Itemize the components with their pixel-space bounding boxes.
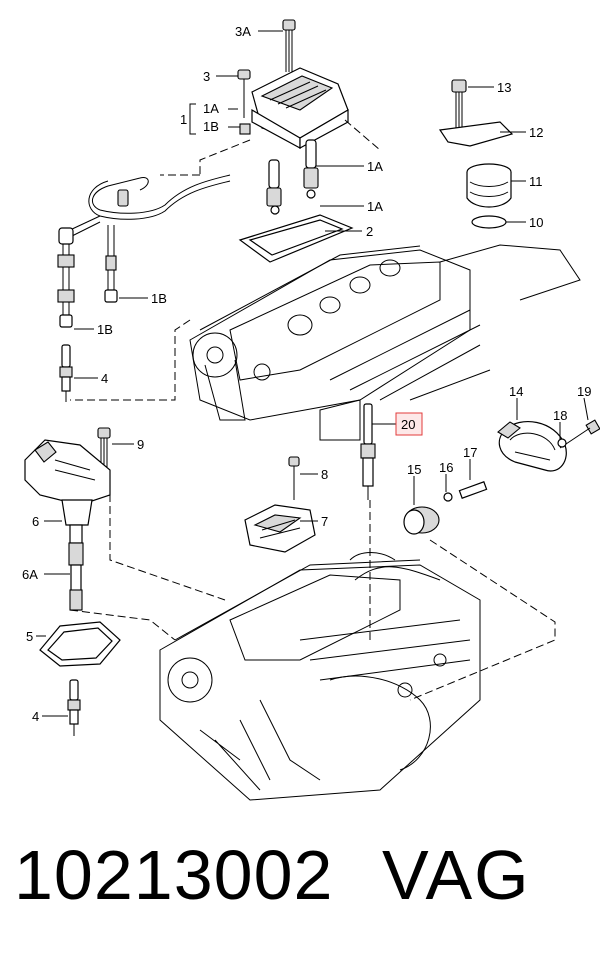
spark-plug-top <box>59 344 73 402</box>
single-ignition-coil <box>24 427 111 611</box>
engine-mount-sensor <box>244 456 316 553</box>
callout-16: 16 <box>439 460 453 475</box>
callout-1B-left: 1B <box>97 322 113 337</box>
coil-pack-assembly <box>199 19 381 175</box>
callout-18: 18 <box>553 408 567 423</box>
callouts: 3A 3 1 1A 1B 1A 1A 2 1B 1B 4 13 12 11 10… <box>22 24 591 724</box>
callout-15: 15 <box>407 462 421 477</box>
callout-leaders <box>36 30 589 717</box>
parts-diagram: 3A 3 1 1A 1B 1A 1A 2 1B 1B 4 13 12 11 10… <box>22 19 600 801</box>
callout-17: 17 <box>463 445 477 460</box>
callout-10: 10 <box>529 215 543 230</box>
callout-4-bottom: 4 <box>32 709 39 724</box>
coil-boots <box>266 139 319 215</box>
highlight-box-20 <box>395 412 423 436</box>
callout-1A-mid: 1A <box>367 159 383 174</box>
callout-1A-top: 1A <box>203 101 219 116</box>
clamp-assembly <box>403 419 600 535</box>
callout-2: 2 <box>366 224 373 239</box>
callout-1: 1 <box>180 112 187 127</box>
callout-3: 3 <box>203 69 210 84</box>
callout-8: 8 <box>321 467 328 482</box>
callout-12: 12 <box>529 125 543 140</box>
footer: 10213002 VAG <box>0 820 600 957</box>
callout-20: 20 <box>401 417 415 432</box>
callout-6: 6 <box>32 514 39 529</box>
callout-19: 19 <box>577 384 591 399</box>
callout-13: 13 <box>497 80 511 95</box>
lower-engine-block <box>159 552 481 801</box>
callout-4-top: 4 <box>101 371 108 386</box>
brand-name: VAG <box>382 836 531 914</box>
callout-3A: 3A <box>235 24 251 39</box>
ignition-wire-harness <box>57 174 231 328</box>
plug-20 <box>360 403 376 500</box>
callout-5: 5 <box>26 629 33 644</box>
upper-cylinder-head <box>189 244 581 441</box>
part-number: 10213002 <box>14 836 334 914</box>
callout-9: 9 <box>137 437 144 452</box>
callout-11: 11 <box>529 174 543 189</box>
callout-14: 14 <box>509 384 523 399</box>
callout-1B-top: 1B <box>203 119 219 134</box>
sensor-assembly <box>438 79 514 229</box>
spark-plug-bottom <box>67 679 81 736</box>
callout-1A-low: 1A <box>367 199 383 214</box>
coil-gasket <box>238 214 354 263</box>
callout-6A: 6A <box>22 567 38 582</box>
coil-seal <box>39 621 121 667</box>
callout-7: 7 <box>321 514 328 529</box>
callout-1B-right: 1B <box>151 291 167 306</box>
